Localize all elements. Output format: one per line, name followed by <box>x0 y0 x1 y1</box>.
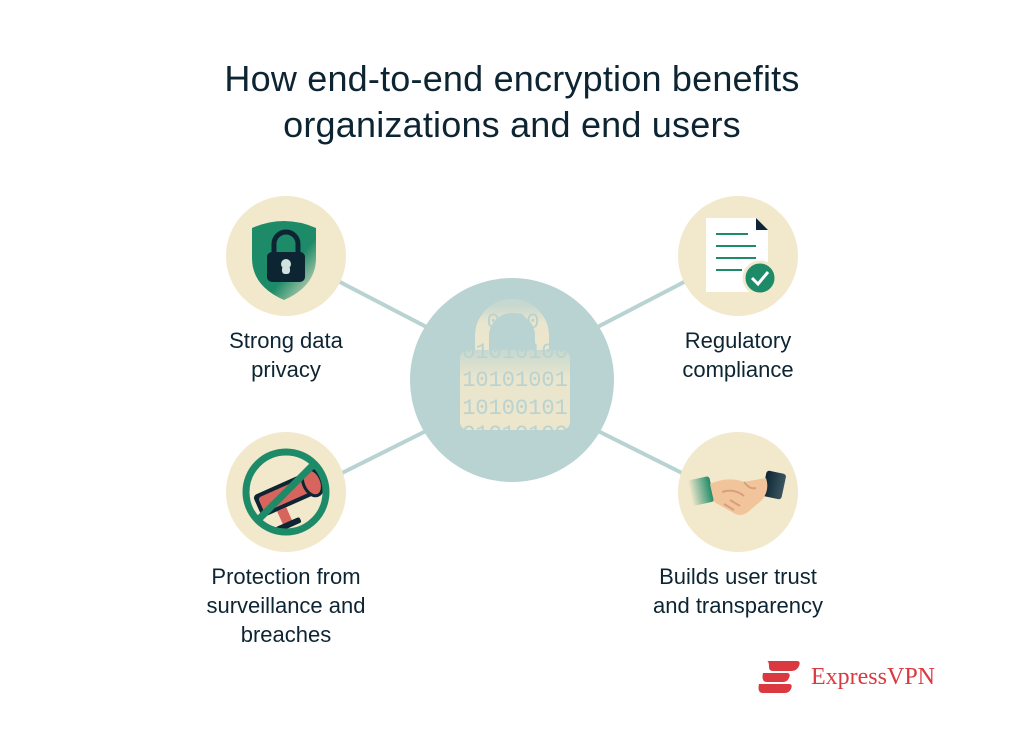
connector-top-left <box>337 279 441 336</box>
title-line-1: How end-to-end encryption benefits <box>224 58 800 99</box>
label-surveillance-line-2: surveillance and <box>206 593 366 618</box>
shield-padlock-icon <box>252 221 316 300</box>
label-user-trust-line-2: and transparency <box>653 593 823 618</box>
center-circle: 0100 01010100 10101001 10100101 01010100 <box>410 278 614 482</box>
title-line-2: organizations and end users <box>283 104 741 145</box>
brand: ExpressVPN <box>757 657 935 697</box>
connector-bottom-left <box>337 422 441 477</box>
label-user-trust-line-1: Builds user trust <box>659 564 817 589</box>
bubble-data-privacy <box>226 196 346 316</box>
document-check-icon <box>706 218 778 296</box>
handshake-icon <box>688 470 786 515</box>
page-title: How end-to-end encryption benefits organ… <box>0 56 1024 148</box>
binary-row-3: 10101001 <box>462 368 568 393</box>
binary-row-4: 10100101 <box>462 396 568 421</box>
bubble-user-trust <box>678 432 798 552</box>
label-surveillance-line-1: Protection from <box>211 564 361 589</box>
bubble-regulatory-compliance <box>678 196 798 316</box>
label-regulatory-compliance: Regulatory compliance <box>618 326 858 384</box>
binary-row-2: 01010100 <box>462 340 568 365</box>
label-regulatory-line-1: Regulatory <box>684 328 792 353</box>
binary-padlock-icon: 0100 01010100 10101001 10100101 01010100 <box>460 299 570 447</box>
connector-bottom-right <box>583 422 687 477</box>
binary-row-5: 01010100 <box>462 422 568 447</box>
brand-name: ExpressVPN <box>811 663 935 690</box>
expressvpn-logo-icon <box>758 661 800 693</box>
bubble-surveillance-protection <box>226 432 346 552</box>
label-regulatory-line-2: compliance <box>682 357 794 382</box>
label-user-trust: Builds user trust and transparency <box>618 562 858 620</box>
label-data-privacy-line-1: Strong data <box>229 328 343 353</box>
label-surveillance-line-3: breaches <box>240 622 332 647</box>
blocked-camera-icon <box>242 448 330 536</box>
connector-top-right <box>583 279 687 336</box>
label-surveillance-protection: Protection from surveillance and breache… <box>166 562 406 649</box>
binary-row-1: 0100 <box>487 310 540 335</box>
label-data-privacy: Strong data privacy <box>166 326 406 384</box>
label-data-privacy-line-2: privacy <box>251 357 321 382</box>
